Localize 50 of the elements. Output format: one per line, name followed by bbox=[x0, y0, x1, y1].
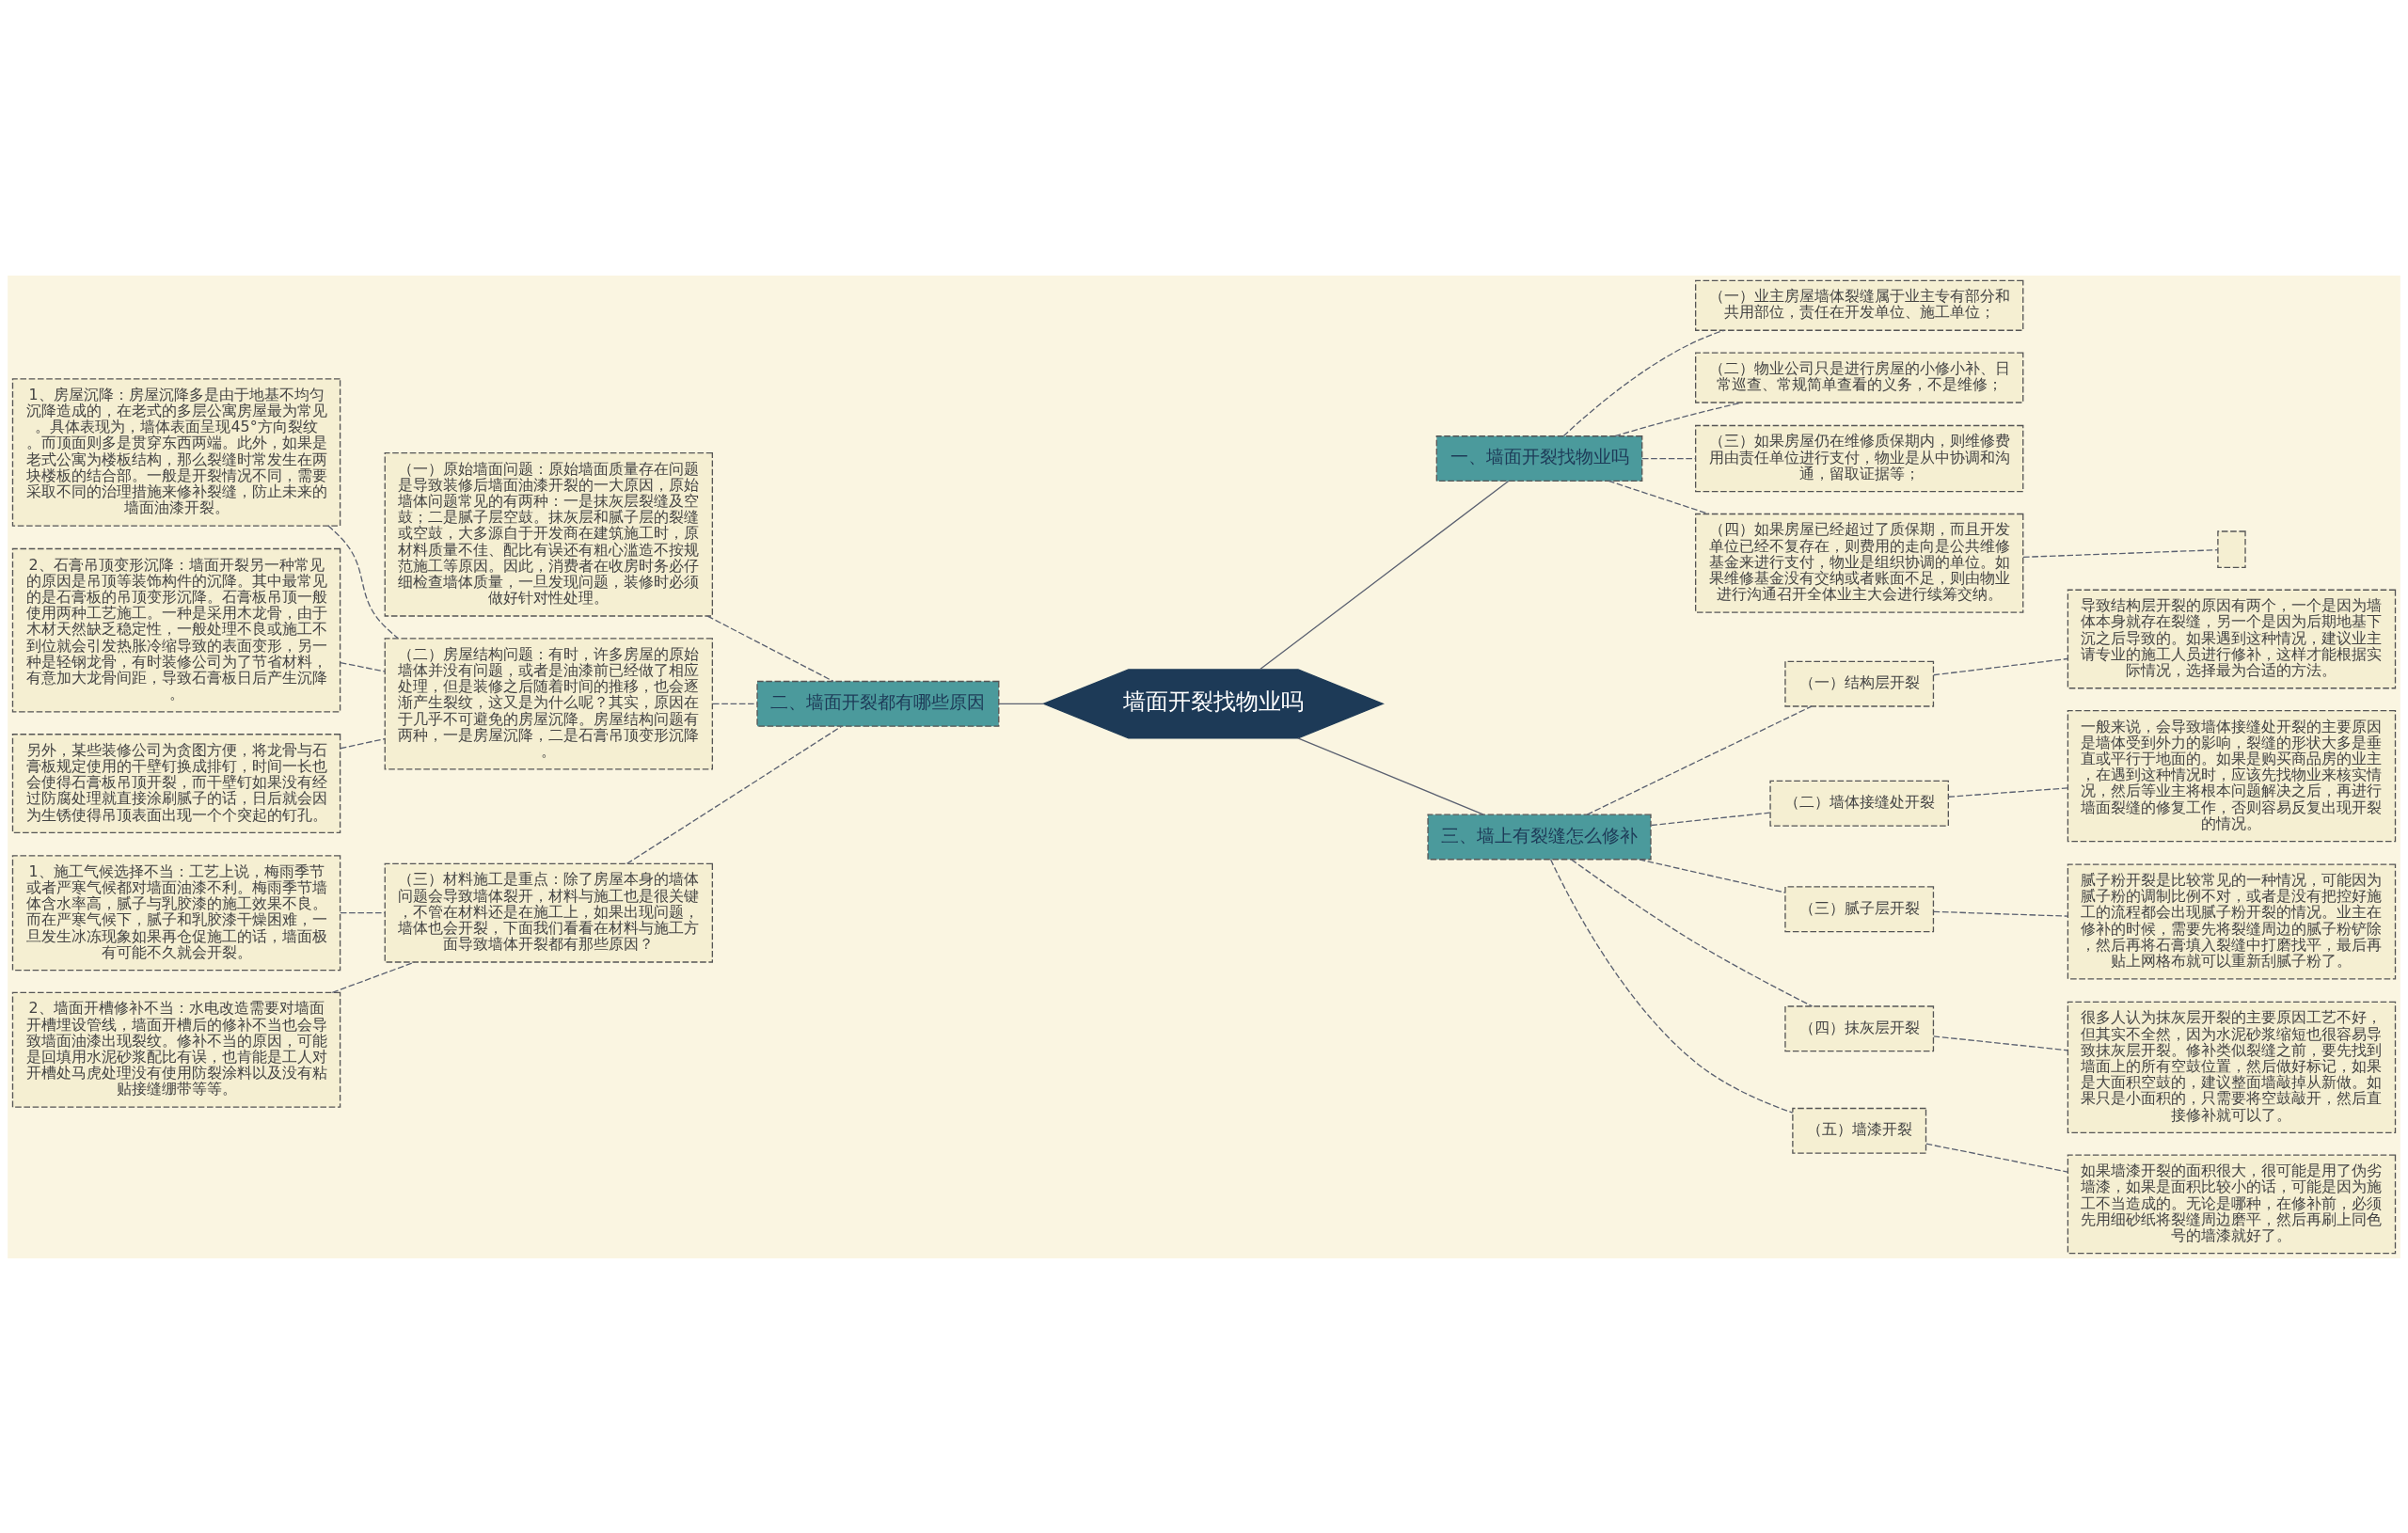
connector bbox=[998, 703, 1045, 704]
connector bbox=[340, 911, 386, 913]
node-box bbox=[2217, 529, 2246, 568]
node-box: （四）如果房屋已经超过了质保期，而且开发单位已经不复存在，则费用的走向是公共维修基金来进行支付，物业是组织协调的单位。如果维修基金没有交纳或者账面不足，则由物业进行沟通召开全体业主大会进行续筹交纳。 bbox=[1695, 513, 2024, 613]
connector bbox=[1933, 657, 2068, 675]
node-box: 1、施工气候选择不当：工艺上说，梅雨季节或者严寒气候都对墙面油漆不利。梅雨季节墙体含水率高，腻子与乳胶漆的施工效果不良。而在严寒气候下，腻子和乳胶漆干燥困难，一旦发生冰冻现象如果再仓促施工的话，墙面极有可能不久就会开裂。 bbox=[11, 854, 341, 971]
node-box: （三）材料施工是重点：除了房屋本身的墙体问题会导致墙体裂开，材料与施工也是很关键，不管在材料还是在施工上，如果出现问题，墙体也会开裂，下面我们看看在材料与施工方面导致墙体开裂都有那些原因？ bbox=[384, 862, 713, 963]
node-box: 导致结构层开裂的原因有两个，一个是因为墙体本身就存在裂缝，另一个是因为后期地基下沉之后导致的。如果遇到这种情况，建议业主请专业的施工人员进行修补，这样才能根据实际情况，选择最为合适的方法。 bbox=[2067, 589, 2397, 688]
connector bbox=[1259, 480, 1510, 670]
node-box: （一）原始墙面问题：原始墙面质量存在问题是导致装修后墙面油漆开裂的一大原因，原始墙体问题常见的有两种：一是抹灰层裂缝及空鼓；二是腻子层空鼓。抹灰层和腻子层的裂缝或空鼓，大多源自于开发商在建筑施工时，原材料质量不佳、配比有误还有粗心滥造不按规范施工等原因。因此，消费者在收房时务必仔细检查墙体质量，一旦发现问题，装修时必须做好针对性处理。 bbox=[384, 451, 713, 617]
connector bbox=[1933, 1035, 2068, 1051]
connector bbox=[1925, 1143, 2068, 1173]
connector bbox=[1297, 736, 1484, 815]
node-box: 2、石膏吊顶变形沉降：墙面开裂另一种常见的原因是吊顶等装饰构件的沉降。其中最常见的是石膏板的吊顶变形沉降。石膏板吊顶一般使用两种工艺施工。一种是采用木龙骨，由于木材天然缺乏稳定性，一般处理不良或施工不到位就会引发热胀冷缩导致的表面变形，另一种是轻钢龙骨，有时装修公司为了节省材料，有意加大龙骨间距，导致石膏板日后产生沉降。 bbox=[11, 547, 341, 713]
connector bbox=[2022, 548, 2219, 558]
node-box: 很多人认为抹灰层开裂的主要原因工艺不好，但其实不全然，因为水泥砂浆缩短也很容易导致抹灰层开裂。修补类似裂缝之前，要先找到墙面上的所有空鼓位置，然后做好标记，如果是大面积空鼓的，建议整面墙敲掉从新做。如果只是小面积的，只需要将空鼓敲开，然后直接修补就可以了。 bbox=[2067, 1001, 2397, 1133]
connector bbox=[626, 725, 843, 864]
node-box: 二、墙面开裂都有哪些原因 bbox=[756, 680, 1000, 727]
node-box: 腻子粉开裂是比较常见的一种情况，可能因为腻子粉的调制比例不对，或者是没有把控好施工的流程都会出现腻子粉开裂的情况。业主在修补的时候，需要先将裂缝周边的腻子粉铲除，然后再将石膏填入裂缝中打磨找平，最后再贴上网格布就可以重新刮腻子粉了。 bbox=[2067, 862, 2397, 979]
node-box: 一般来说，会导致墙体接缝处开裂的主要原因是墙体受到外力的影响，裂缝的形状大多是垂直或平行于地面的。如果是购买商品房的业主，在遇到这种情况时，应该先找物业来核实情况，然后等业主将根本问题解决之后，再进行墙面裂缝的修复工作，否则容易反复出现开裂的情况。 bbox=[2067, 709, 2397, 842]
node-box: （二）墙体接缝处开裂 bbox=[1769, 780, 1949, 827]
node-box: （二）房屋结构问题：有时，许多房屋的原始墙体并没有问题，或者是油漆前已经做了相应处理，但是装修之后随着时间的推移，也会逐渐产生裂纹，这又是为什么呢？其实，原因在于几乎不可避免的房屋沉降。房屋结构问题有两种，一是房屋沉降，二是石膏吊顶变形沉降。 bbox=[384, 637, 713, 769]
node-box: 如果墙漆开裂的面积很大，很可能是用了伪劣墙漆，如果是面积比较小的话，可能是因为施工不当造成的。无论是哪种，在修补前，必须先用细砂纸将裂缝周边磨平，然后再刷上同色号的墙漆就好了。 bbox=[2067, 1154, 2397, 1254]
connector bbox=[1586, 704, 1813, 815]
connector bbox=[331, 960, 416, 993]
connector bbox=[706, 615, 834, 682]
node-box: 另外，某些装修公司为贪图方便，将龙骨与石膏板规定使用的干壁钉换成排钉，时间一长也会使得石膏板吊顶开裂，而干壁钉如果没有经过防腐处理就直接涂刷腻子的话，日后就会因为生锈使得吊顶表面出现一个个突起的钉孔。 bbox=[11, 733, 341, 833]
node-box: （三）如果房屋仍在维修质保期内，则维修费用由责任单位进行支付，物业是从中协调和沟通，留取证据等； bbox=[1695, 424, 2024, 492]
node-box: （一）结构层开裂 bbox=[1784, 660, 1935, 707]
node-box: （二）物业公司只是进行房屋的小修小补、日常巡查、常规简单查看的义务，不是维修； bbox=[1695, 351, 2024, 403]
connector bbox=[327, 524, 399, 639]
connector bbox=[1948, 786, 2068, 798]
connector bbox=[1614, 401, 1743, 436]
connector bbox=[1641, 457, 1697, 459]
connector bbox=[340, 737, 386, 749]
connector bbox=[340, 661, 386, 672]
node-box: （三）腻子层开裂 bbox=[1784, 885, 1935, 932]
connector bbox=[1650, 812, 1771, 826]
connector bbox=[1570, 858, 1814, 1006]
node-box: 2、墙面开槽修补不当：水电改造需要对墙面开槽埋设管线，墙面开槽后的修补不当也会导致墙面油漆出现裂纹。修补不当的原因，可能是回填用水泥砂浆配比有误，也肯能是工人对开槽处马虎处理没有使用防裂涂料以及没有粘贴接缝绷带等等。 bbox=[11, 991, 341, 1108]
node-box: （一）业主房屋墙体裂缝属于业主专有部分和共用部位，责任在开发单位、施工单位； bbox=[1695, 279, 2024, 331]
connector bbox=[1550, 858, 1794, 1114]
connector bbox=[1639, 858, 1786, 893]
connector bbox=[712, 703, 758, 704]
node-box: 一、墙面开裂找物业吗 bbox=[1435, 435, 1643, 482]
node-box: （四）抹灰层开裂 bbox=[1784, 1004, 1935, 1051]
connector bbox=[1933, 910, 2068, 917]
node-box: 三、墙上有裂缝怎么修补 bbox=[1427, 813, 1652, 860]
node-box: （五）墙漆开裂 bbox=[1792, 1107, 1927, 1154]
node-box: 1、房屋沉降：房屋沉降多是由于地基不均匀沉降造成的，在老式的多层公寓房屋最为常见。具体表现为，墙体表面呈现45°方向裂纹。而顶面则多是贯穿东西两端。此外，如果是老式公寓为楼板结构，那么裂缝时常发生在两块楼板的结合部。一般是开裂情况不同，需要采取不同的治理措施来修补裂缝，防止未来的墙面油漆开裂。 bbox=[11, 377, 341, 527]
